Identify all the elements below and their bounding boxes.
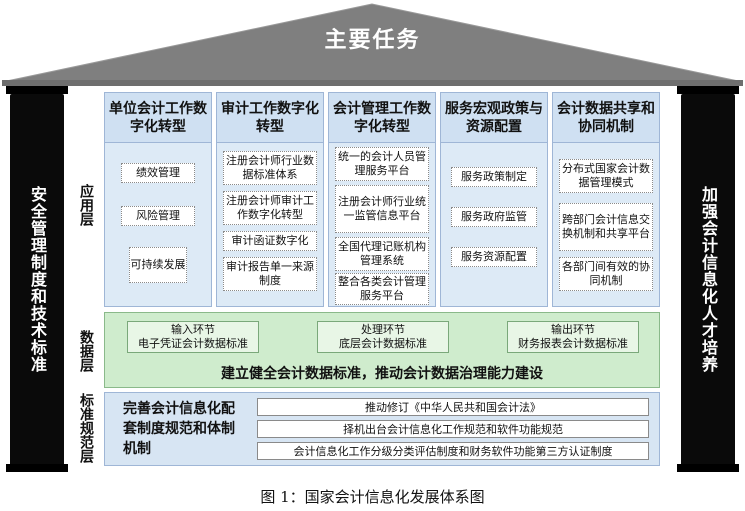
data-box-output: 输出环节财务报表会计数据标准 [507, 321, 639, 353]
data-layer-label: 数据层 [78, 330, 94, 372]
list-item: 注册会计师审计工作数字化转型 [223, 191, 317, 225]
standard-layer-summary: 完善会计信息化配套制度规范和体制机制 [123, 401, 235, 457]
list-item: 跨部门会计信息交换机制和共享平台 [559, 203, 653, 251]
column-macro-policy: 服务宏观政策与资源配置 服务政策制定 服务政府监管 服务资源配置 [440, 92, 548, 307]
column-body: 分布式国家会计数据管理模式 跨部门会计信息交换机制和共享平台 各部门间有效的协同… [553, 143, 659, 306]
figure-caption: 图 1：国家会计信息化发展体系图 [260, 488, 485, 506]
data-layer-main-text: 建立健全会计数据标准，推动会计数据治理能力建设 [221, 366, 543, 382]
data-box-stage: 处理环节 [361, 323, 405, 336]
right-pillar-cap [677, 86, 739, 94]
column-body: 统一的会计人员管理服务平台 注册会计师行业统一监管信息平台 全国代理记账机构管理… [329, 143, 435, 306]
data-box-stage: 输出环节 [551, 323, 595, 336]
data-layer: 输入环节电子凭证会计数据标准 处理环节底层会计数据标准 输出环节财务报表会计数据… [104, 312, 660, 388]
left-pillar: 安全管理制度和技术标准 [10, 94, 64, 466]
column-body: 注册会计师行业数据标准体系 注册会计师审计工作数字化转型 审计函证数字化 审计报… [217, 143, 323, 306]
application-layer-label: 应用层 [78, 184, 94, 226]
left-pillar-cap [6, 86, 68, 94]
list-item: 可持续发展 [129, 247, 187, 283]
column-unit-accounting: 单位会计工作数字化转型 绩效管理 风险管理 可持续发展 [104, 92, 212, 307]
list-item: 服务政策制定 [451, 167, 537, 187]
data-box-stage: 输入环节 [171, 323, 215, 336]
column-title: 会计管理工作数字化转型 [329, 93, 435, 143]
standard-item: 会计信息化工作分级分类评估制度和财务软件功能第三方认证制度 [257, 442, 649, 460]
right-pillar: 加强会计信息化人才培养 [681, 94, 735, 466]
column-accounting-management: 会计管理工作数字化转型 统一的会计人员管理服务平台 注册会计师行业统一监管信息平… [328, 92, 436, 307]
list-item: 整合各类会计管理服务平台 [335, 273, 429, 305]
list-item: 各部门间有效的协同机制 [559, 257, 653, 291]
left-pillar-text: 安全管理制度和技术标准 [28, 185, 47, 373]
list-item: 审计报告单一来源制度 [223, 257, 317, 291]
data-box-standard: 电子凭证会计数据标准 [138, 337, 248, 350]
column-body: 服务政策制定 服务政府监管 服务资源配置 [441, 143, 547, 306]
column-body: 绩效管理 风险管理 可持续发展 [105, 143, 211, 306]
list-item: 服务资源配置 [451, 247, 537, 267]
standard-layer-label: 标准规范层 [78, 393, 94, 463]
right-pillar-base [677, 464, 739, 472]
list-item: 风险管理 [121, 206, 195, 226]
column-title: 服务宏观政策与资源配置 [441, 93, 547, 143]
column-title: 单位会计工作数字化转型 [105, 93, 211, 143]
column-title: 会计数据共享和协同机制 [553, 93, 659, 143]
list-item: 注册会计师行业统一监管信息平台 [335, 185, 429, 233]
data-box-standard: 底层会计数据标准 [339, 337, 427, 350]
standard-layer: 完善会计信息化配套制度规范和体制机制 推动修订《中华人民共和国会计法》 择机出台… [104, 392, 660, 466]
data-box-standard: 财务报表会计数据标准 [518, 337, 628, 350]
column-audit: 审计工作数字化转型 注册会计师行业数据标准体系 注册会计师审计工作数字化转型 审… [216, 92, 324, 307]
data-box-processing: 处理环节底层会计数据标准 [317, 321, 449, 353]
list-item: 绩效管理 [121, 163, 195, 183]
left-pillar-base [6, 464, 68, 472]
standard-item: 择机出台会计信息化工作规范和软件功能规范 [257, 420, 649, 438]
standard-item: 推动修订《中华人民共和国会计法》 [257, 398, 649, 416]
roof [1, 3, 744, 86]
column-title: 审计工作数字化转型 [217, 93, 323, 143]
list-item: 服务政府监管 [451, 207, 537, 227]
list-item: 分布式国家会计数据管理模式 [559, 159, 653, 193]
list-item: 审计函证数字化 [223, 231, 317, 251]
roof-title: 主要任务 [324, 28, 421, 53]
right-pillar-text: 加强会计信息化人才培养 [699, 185, 718, 373]
column-data-sharing: 会计数据共享和协同机制 分布式国家会计数据管理模式 跨部门会计信息交换机制和共享… [552, 92, 660, 307]
list-item: 注册会计师行业数据标准体系 [223, 151, 317, 185]
list-item: 全国代理记账机构管理系统 [335, 237, 429, 271]
data-box-input: 输入环节电子凭证会计数据标准 [127, 321, 259, 353]
list-item: 统一的会计人员管理服务平台 [335, 147, 429, 181]
